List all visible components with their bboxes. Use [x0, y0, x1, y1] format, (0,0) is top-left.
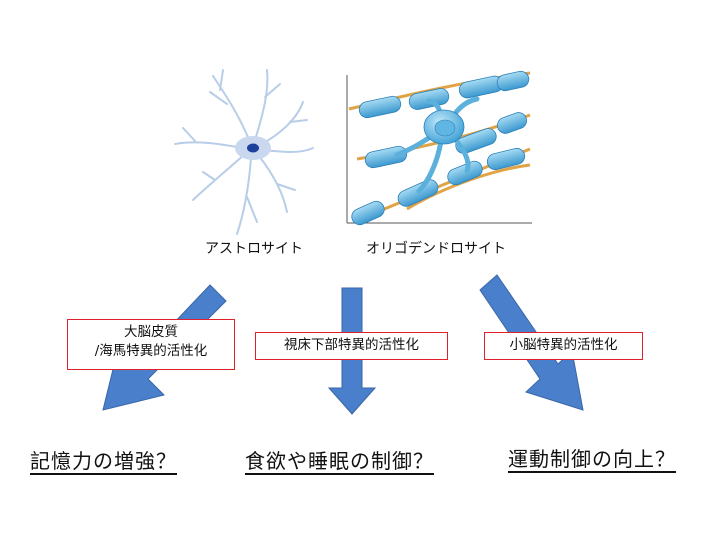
region-box-hypothalamus: 視床下部特異的活性化	[255, 332, 448, 360]
astrocyte-illustration	[174, 69, 314, 235]
outcome-memory: 記憶力の増強？	[30, 449, 177, 473]
region-box-line: 視床下部特異的活性化	[284, 337, 419, 353]
astrocyte-label: アストロサイト	[205, 241, 303, 257]
region-box-cortex-hippocampus: 大脳皮質 /海馬特異的活性化	[67, 319, 235, 370]
region-box-line: /海馬特異的活性化	[94, 343, 208, 359]
outcome-appetite-sleep: 食欲や睡眠の制御？	[245, 449, 434, 473]
region-box-line: 大脳皮質	[124, 324, 178, 340]
outcome-motor-control: 運動制御の向上？	[508, 447, 676, 471]
oligodendrocyte-illustration	[346, 70, 532, 226]
region-box-line: 小脳特異的活性化	[509, 337, 618, 353]
oligodendrocyte-label: オリゴデンドロサイト	[366, 241, 506, 257]
region-box-cerebellum: 小脳特異的活性化	[484, 332, 643, 360]
